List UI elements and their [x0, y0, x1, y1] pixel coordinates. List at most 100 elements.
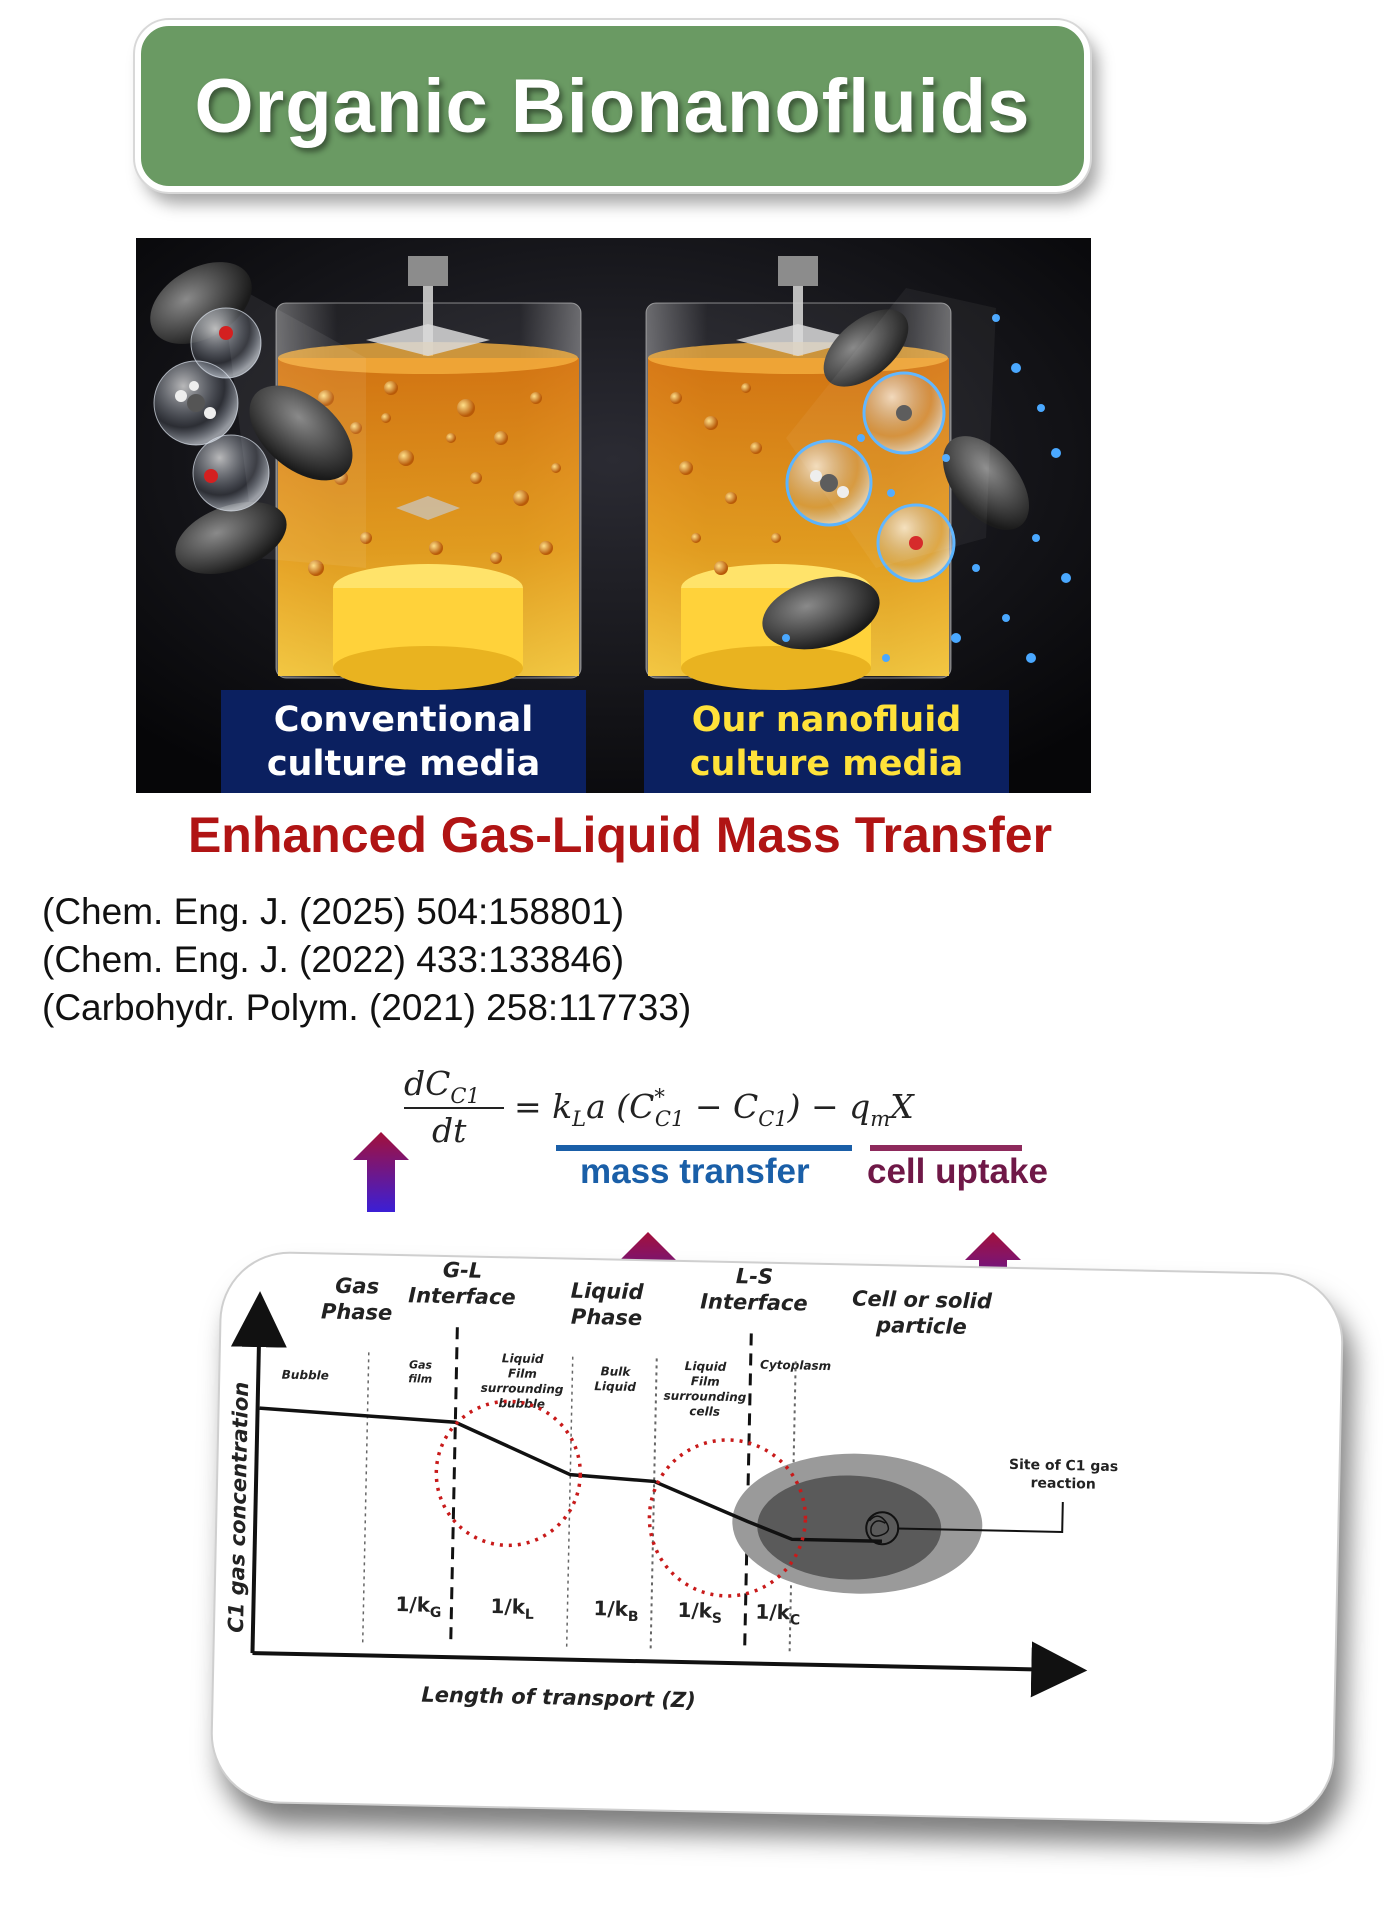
- boundary-gl-interface: [449, 1327, 459, 1646]
- svg-text:Gasfilm: Gasfilm: [408, 1358, 432, 1385]
- resistance-g: 1/k: [395, 1592, 431, 1617]
- eq-rhs-b-sup: *: [654, 1085, 665, 1109]
- svg-text:1/kC: 1/kC: [755, 1600, 800, 1629]
- equation-svg: dCC1 dt = kLa (C*C1 − CC1) − qmX: [404, 1064, 915, 1150]
- region-bulk-1: Bulk: [600, 1364, 631, 1379]
- phase-ls-line1: L-S: [736, 1264, 774, 1289]
- region-lfb-2: Film: [508, 1366, 537, 1381]
- phase-gas-line2: Phase: [321, 1299, 393, 1324]
- phase-ls-line2: Interface: [700, 1289, 808, 1315]
- svg-text:1/kB: 1/kB: [593, 1596, 639, 1625]
- region-lfb-3: surrounding: [481, 1381, 564, 1397]
- caption-nanofluid: Our nanofluid culture media: [644, 690, 1009, 793]
- region-gas-film-1: Gas: [409, 1358, 433, 1371]
- reference-item: (Chem. Eng. J. (2022) 433:133846): [42, 939, 625, 980]
- reference-item: (Chem. Eng. J. (2025) 504:158801): [42, 891, 625, 932]
- boundary-dotted: [565, 1356, 574, 1648]
- eq-rhs-c-sub: C1: [758, 1107, 787, 1131]
- svg-text:Cell or solidparticle: Cell or solidparticle: [851, 1287, 993, 1340]
- site-leader-line: [897, 1501, 1064, 1533]
- phase-gl-line1: G-L: [443, 1258, 483, 1283]
- bioreactor-illustration: Conventional culture media Our nanofluid…: [136, 238, 1091, 793]
- eq-rhs-d: ) − q: [787, 1087, 871, 1126]
- eq-rhs-c: − C: [684, 1087, 758, 1126]
- site-label-line2: reaction: [1030, 1475, 1096, 1492]
- region-bulk-2: Liquid: [594, 1379, 636, 1394]
- up-arrow-icon: [353, 1132, 409, 1212]
- mass-transfer-diagram: GasPhase G-LInterface LiquidPhase L-SInt…: [209, 1250, 1345, 1826]
- resistance-b: 1/k: [593, 1596, 629, 1621]
- svg-text:1/kS: 1/kS: [677, 1598, 722, 1627]
- references: (Chem. Eng. J. (2025) 504:158801) (Chem.…: [42, 888, 691, 1032]
- region-lfc-2: Film: [691, 1374, 720, 1389]
- eq-rhs-b-sub: C1: [655, 1107, 684, 1131]
- eq-rhs-e: X: [887, 1087, 915, 1126]
- phase-cell-line2: particle: [875, 1313, 967, 1339]
- resistance-b-sub: B: [628, 1609, 639, 1625]
- caption-conventional-line1: Conventional: [273, 700, 534, 740]
- region-lfc-3: surrounding: [663, 1389, 746, 1405]
- svg-text:1/kL: 1/kL: [490, 1594, 534, 1623]
- phase-cell-line1: Cell or solid: [852, 1287, 993, 1314]
- reference-item: (Carbohydr. Polym. (2021) 258:117733): [42, 987, 692, 1028]
- region-bubble: Bubble: [282, 1368, 329, 1383]
- resistance-g-sub: G: [430, 1605, 442, 1621]
- resistance-s-sub: S: [712, 1611, 722, 1627]
- svg-text:1/kG: 1/kG: [395, 1592, 442, 1621]
- phase-liquid-line1: Liquid: [570, 1279, 644, 1305]
- diagram-svg: GasPhase G-LInterface LiquidPhase L-SInt…: [224, 1257, 1118, 1713]
- mass-transfer-label: mass transfer: [580, 1152, 810, 1191]
- x-axis-label: Length of transport (Z): [421, 1683, 696, 1713]
- nanofluid-reactor: [645, 256, 1071, 690]
- y-axis-label: C1 gas concentration: [224, 1381, 253, 1632]
- y-axis: [230, 1291, 287, 1654]
- eq-rhs-a: = k: [514, 1087, 572, 1126]
- resistance-l-sub: L: [525, 1607, 534, 1623]
- svg-text:L-SInterface: L-SInterface: [700, 1263, 808, 1315]
- resistance-c-sub: C: [790, 1612, 801, 1628]
- svg-text:LiquidFilmsurroundingcells: LiquidFilmsurroundingcells: [663, 1359, 747, 1420]
- boundary-dotted: [361, 1352, 370, 1644]
- page-title: Organic Bionanofluids: [194, 63, 1031, 149]
- resistance-s: 1/k: [677, 1598, 713, 1623]
- caption-nanofluid-line2: culture media: [689, 744, 964, 784]
- conventional-reactor: [150, 256, 582, 690]
- caption-conventional: Conventional culture media: [221, 690, 586, 793]
- svg-text:BulkLiquid: BulkLiquid: [594, 1364, 637, 1394]
- svg-text:G-LInterface: G-LInterface: [408, 1257, 516, 1309]
- region-lfb-1: Liquid: [502, 1351, 544, 1366]
- eq-rhs-a-sub: L: [571, 1107, 586, 1131]
- phase-gl-line2: Interface: [408, 1283, 516, 1309]
- eq-lhs-denominator: dt: [432, 1111, 467, 1148]
- resistance-l: 1/k: [490, 1594, 526, 1619]
- ls-highlight-circle: [647, 1438, 808, 1598]
- region-cytoplasm: Cytoplasm: [760, 1358, 831, 1373]
- svg-text:= kLa (C*C1 − CC1) − qmX: = kLa (C*C1 − CC1) − qmX: [514, 1085, 915, 1131]
- eq-lhs-sub: C1: [450, 1084, 479, 1108]
- cell-uptake-label: cell uptake: [867, 1152, 1048, 1191]
- boundary-dotted: [649, 1358, 658, 1650]
- phase-liquid-line2: Phase: [571, 1305, 643, 1330]
- eq-rhs-d-sub: m: [870, 1107, 890, 1131]
- title-banner: Organic Bionanofluids: [135, 20, 1090, 192]
- region-lfc-1: Liquid: [685, 1359, 727, 1374]
- phase-gas-line1: Gas: [335, 1274, 379, 1299]
- headline: Enhanced Gas-Liquid Mass Transfer: [187, 807, 1053, 863]
- region-gas-film-2: film: [408, 1372, 432, 1385]
- site-label-line1: Site of C1 gas: [1009, 1457, 1119, 1475]
- eq-rhs-b: a (C: [586, 1087, 654, 1126]
- gl-highlight-circle: [434, 1399, 583, 1548]
- x-axis: [252, 1641, 1088, 1698]
- caption-conventional-line2: culture media: [266, 744, 541, 784]
- bioreactor-artwork: [136, 238, 1091, 793]
- mass-balance-equation: dCC1 dt = kLa (C*C1 − CC1) − qmX: [402, 1058, 1062, 1150]
- svg-text:GasPhase: GasPhase: [321, 1273, 393, 1324]
- svg-text:dCC1: dCC1: [404, 1064, 480, 1108]
- boundary-ls-interface: [743, 1333, 753, 1652]
- svg-text:LiquidFilmsurroundingbubble: LiquidFilmsurroundingbubble: [480, 1351, 564, 1412]
- resistance-c: 1/k: [755, 1600, 791, 1625]
- region-lfc-4: cells: [689, 1404, 720, 1419]
- region-lfb-4: bubble: [498, 1396, 545, 1411]
- svg-text:Site of C1 gasreaction: Site of C1 gasreaction: [1008, 1457, 1118, 1493]
- svg-text:LiquidPhase: LiquidPhase: [570, 1279, 645, 1331]
